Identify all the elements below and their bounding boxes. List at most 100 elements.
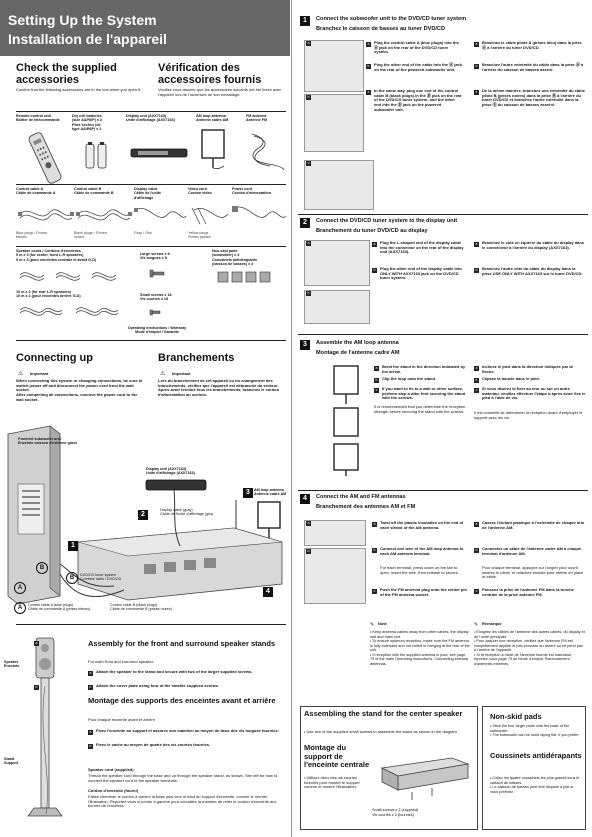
fm-antenna-icon [251,133,285,171]
step2-illus-a [304,240,370,286]
step4-c-en: Push the FM antenna plug onto the center… [380,587,467,597]
step1-illus-c-marker: c [306,161,311,166]
acc-blue-plugs: Blue plugs / Fiches bleues [16,231,48,240]
stand-a-en: Attach the speaker to the stand and secu… [96,669,253,674]
stand-a-fr: Fixez l'enceinte au support et assurez s… [96,728,279,733]
acc-small-screws-label: Small screws x 18 Vis courtes x 18 [140,293,172,302]
step4-b2-fr: Pour chaque terminal, appuyez sur l'ongl… [482,565,584,580]
acc-power-cord-label: Power cord Cordon d'alimentation [232,187,271,196]
divider [298,334,588,335]
check-title-fr: Vérification des accessoires fournis [158,62,262,86]
diagram-step-2: 2 [138,510,148,520]
note-icon: ✎ [474,622,479,628]
step1-a-marker: a [366,42,371,47]
large-screws-icon [149,269,165,278]
step3-c-fr-marker: c [474,388,479,393]
step3-illustration [333,365,359,476]
stand-step-b-marker: b [34,685,39,690]
acc-yellow-plugs: Yellow plugs Fiches jaunes [188,231,211,240]
acc-nonskid-label: Non-skid pads (subwoofer) x 4 Coussinets… [212,249,258,266]
note-items-fr: • Éloignez les câbles de l'antenne des a… [474,630,585,666]
diagram-display-label: Display unit (AXX7163) Unité d'affichage… [146,467,195,476]
diagram-cable-b-label: Control cable B (black plugs) Câble de c… [110,603,172,612]
step3-b-fr: Clipsez la boucle dans le pied. [482,376,540,381]
step4-b-en: Connect one wire of the AM loop antenna … [380,546,464,556]
step4-illus-b-marker: b [306,549,311,554]
step2-illus-b-marker: b [306,291,311,296]
nonskid-pads-icon [217,271,271,283]
cord-title-en: Speaker cord (supplied) [88,767,134,772]
step1-title-en: Connect the subwoofer unit to the DVD/CD… [316,16,467,22]
stand-b-en: Attach the cover plate using four of the… [96,683,219,688]
step1-illus-c [304,160,374,210]
step1-c-fr: De la même manière, branchez une extrémi… [482,88,585,108]
step4-illus-a [304,520,366,546]
step4-illus-a-marker: a [306,521,311,526]
step3-c-fr: Si vous désirez la fixer au mur ou sur u… [482,386,586,401]
step1-illus-b [304,94,364,152]
step2-illus-a-marker: a [306,241,311,246]
stand-a-fr-marker: a [88,730,93,735]
note-title-en: Note [378,621,387,626]
nonskid-items-en: • Stick the four larger pads onto the ba… [490,724,580,737]
important-body-en: When connecting this system or changing … [16,378,143,402]
step1-b-fr-marker: b [474,64,479,69]
stand-title-fr: Montage des supports des enceintes avant… [88,696,276,705]
stand-title-en: Assembly for the front and surround spea… [88,639,276,648]
step1-b-en: Plug the other end of the cable into the… [374,62,463,72]
step4-a-fr: Cassez l'isolant plastique à l'extrémité… [482,520,585,530]
step4-a-fr-marker: a [474,522,479,527]
cables-illustration [18,206,287,225]
step4-b-marker: b [372,548,377,553]
step-3-badge: 3 [300,340,310,350]
step1-a-en: Plug the control cable A (blue plugs) in… [374,40,459,55]
stand-desc-fr: Pour chaque enceinte avant et arrière [88,717,155,722]
note-items-en: • Keep antenna cables away from other ca… [370,630,470,666]
acc-batteries-label: Dry cell batteries (size AA/R6P) x 2 Pil… [72,114,102,131]
step3-c2-en: It is recommended that you determine the… [374,404,466,414]
step3-title-en: Assemble the AM loop antenna [316,340,399,346]
acc-gray: Gray / Gris [134,231,152,235]
step4-illus-b [304,548,366,604]
diagram-am-label: AM loop antenna Antenne cadre AM [254,488,287,497]
nonskid-title-en: Non-skid pads [490,712,542,721]
check-desc-en: Confirm that the following accessories a… [16,87,142,92]
center-stand-box [300,706,478,830]
step3-a-en: Bend the stand in the direction indicate… [382,364,466,374]
page-header: Setting Up the System Installation de l'… [0,0,290,56]
step3-c2-fr: Il est conseillé de déterminer la récept… [474,410,583,420]
speaker-label: Speaker Enceinte [4,660,20,669]
page-title-fr: Installation de l'appareil [8,31,167,47]
step3-a-fr-marker: a [474,366,479,371]
acc-fm-label: FM antenna Antenne FM [246,114,268,123]
diagram-jack-b-tuner: B [66,572,78,584]
connecting-title-fr: Branchements [158,352,235,364]
center-stand-desc-en: • Use two of the supplied small screws t… [304,729,458,734]
stand-label: Stand Support [4,757,19,766]
step1-b-fr: Branchez l'autre extrémité du câble dans… [482,62,584,72]
step1-b-marker: b [366,64,371,69]
step3-title-fr: Montage de l'antenne cadre AM [316,350,400,356]
step4-b2-en: For each terminal, press down on the tab… [380,565,459,575]
note-icon: ✎ [370,622,375,628]
acc-video-cord-label: Video cord Cordon vidéo [188,187,212,196]
check-desc-fr: Veuillez vous assurer que les accessoire… [158,87,282,97]
step2-b-en: Plug the other end of the display cable … [380,266,462,281]
stand-desc-en: For each front and surround speaker: [88,659,155,664]
step-2-badge: 2 [300,218,310,228]
diagram-step-4: 4 [263,587,273,597]
step3-a-fr: Inclinez le pied dans la direction indiq… [482,364,573,374]
speaker-stand-illustration [27,637,63,817]
note-title-fr: Remarque [482,621,502,626]
step1-a-fr-marker: a [474,42,479,47]
speaker-cords-10m-icon [19,307,119,316]
acc-display-label: Display unit (AXX7163) Unité d'affichage… [126,114,175,123]
diagram-jack-a: A [14,582,26,594]
step2-title-en: Connect the DVD/CD tuner system to the d… [316,218,458,224]
acc-remote-label: Remote control unit Boîtier de télécomma… [16,114,60,123]
nonskid-title-fr: Coussinets antidérapants [490,751,582,760]
step4-c-marker: c [372,589,377,594]
diagram-cable-a-label: Control cable A (blue plugs) Câble de co… [28,603,91,612]
step4-title-fr: Branchement des antennes AM et FM [316,504,416,510]
divider [298,214,588,215]
